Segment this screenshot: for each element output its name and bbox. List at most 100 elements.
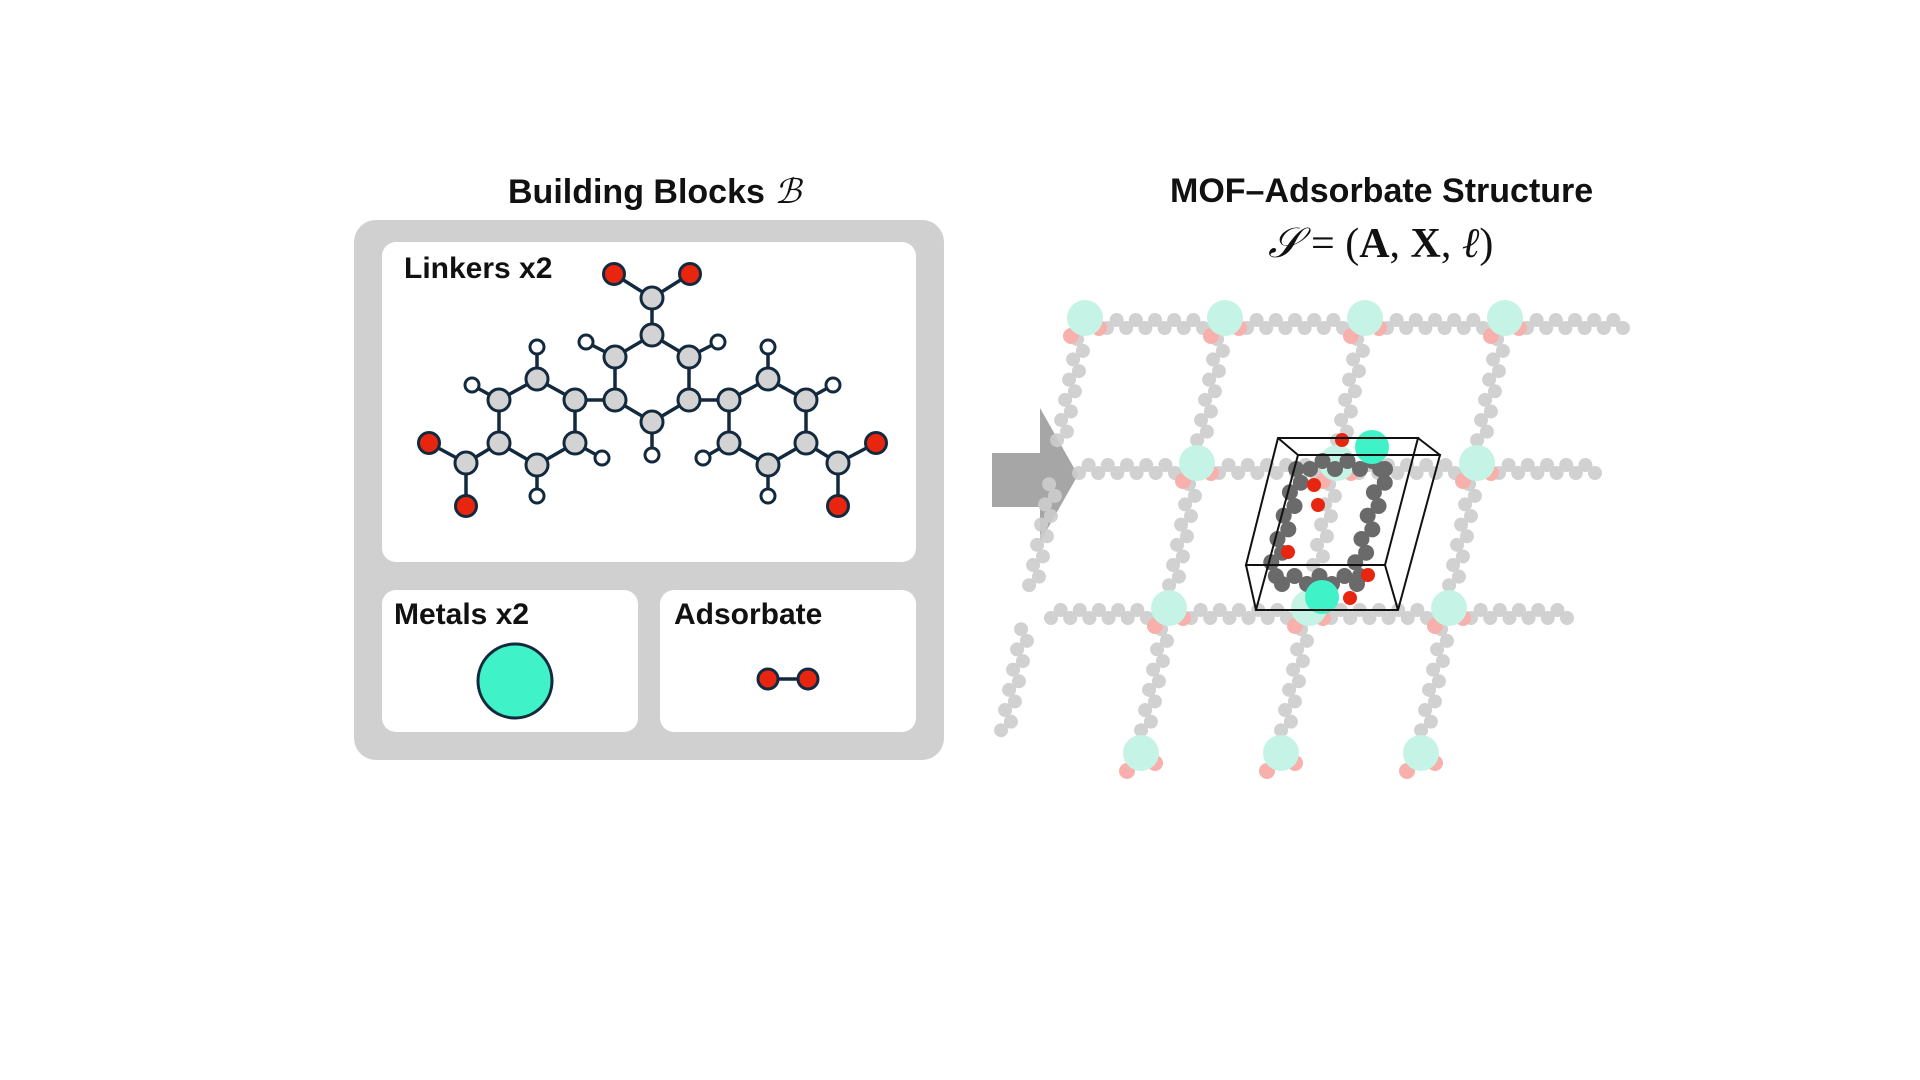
linker-chain-atom (1259, 321, 1274, 335)
linker-carbon-atom (562, 387, 588, 413)
cell-metal-atom (1355, 430, 1389, 464)
linker-chain-atom (1075, 343, 1090, 358)
linker-hydrogen-atom (577, 333, 595, 351)
linker-chain-atom (1119, 321, 1134, 335)
linker-chain-atom (1483, 404, 1498, 419)
linker-chain-atom (1381, 611, 1396, 625)
linker-chain-atom (1463, 509, 1478, 524)
equation-l: ℓ (1461, 218, 1480, 267)
linker-carbon-atom (562, 430, 588, 456)
linker-chain-atom (1558, 321, 1573, 335)
linker-chain-atom (1162, 578, 1177, 593)
linker-chain-atom (1231, 466, 1246, 480)
cell-carbon-atom (1336, 568, 1353, 584)
linker-chain-atom (1006, 662, 1021, 677)
linker-chain-atom (1355, 343, 1370, 358)
linker-chain-atom (1459, 529, 1474, 544)
linker-chain-atom (1215, 343, 1230, 358)
linker-chain-atom (1409, 466, 1424, 480)
linker-chain-atom (1587, 313, 1602, 327)
linker-chain-atom (1066, 352, 1081, 367)
linker-chain-atom (1221, 458, 1236, 472)
linker-chain-atom (1512, 603, 1526, 617)
linker-chain-atom (1431, 674, 1446, 689)
linker-chain-atom (1446, 558, 1461, 573)
linker-chain-atom (1418, 703, 1433, 718)
linker-hydrogen-atom (709, 333, 727, 351)
equation-open: ( (1345, 221, 1360, 267)
metal-atom-faded (1067, 300, 1103, 336)
cell-carbon-atom (1365, 484, 1382, 501)
linker-chain-atom (1142, 682, 1157, 697)
linker-chain-atom (1437, 321, 1452, 335)
metal-atom-faded (1263, 735, 1299, 771)
linker-chain-atom (1146, 662, 1161, 677)
linker-chain-atom (1030, 537, 1045, 552)
linker-chain-atom (1022, 578, 1037, 593)
cell-oxygen-atom (1311, 498, 1325, 512)
cell-carbon-atom (1358, 544, 1375, 561)
linker-chain-atom (1479, 424, 1494, 439)
linker-chain-atom (1422, 682, 1437, 697)
linker-oxygen-atom (602, 262, 626, 286)
linker-chain-atom (1179, 529, 1194, 544)
linker-chain-atom (1138, 321, 1153, 335)
linker-chain-atom (1470, 433, 1485, 448)
linker-chain-atom (1054, 413, 1069, 428)
linker-oxygen-atom (417, 431, 441, 455)
linker-chain-atom (1278, 321, 1293, 335)
linker-chain-atom (1249, 313, 1264, 327)
linker-carbon-atom (793, 430, 819, 456)
linker-carbon-atom (639, 409, 665, 435)
linker-chain-atom (1062, 372, 1077, 387)
linker-chain-atom (1072, 603, 1087, 617)
linker-chain-atom (1343, 404, 1358, 419)
linker-carbon-atom (825, 450, 851, 476)
linker-chain-atom (1176, 321, 1191, 335)
linker-chain-atom (1178, 497, 1193, 512)
linker-hydrogen-atom (643, 446, 661, 464)
linker-chain-atom (1419, 458, 1434, 472)
linker-chain-atom (1315, 549, 1330, 564)
linker-chain-atom (1559, 458, 1574, 472)
linker-chain-atom (1323, 509, 1338, 524)
linker-chain-atom (1550, 603, 1565, 617)
cell-oxygen-atom (1281, 545, 1295, 559)
linker-chain-atom (1483, 611, 1498, 625)
linker-hydrogen-atom (759, 487, 777, 505)
cell-carbon-atom (1274, 576, 1290, 592)
linker-chain-atom (1423, 714, 1438, 729)
linker-carbon-atom (524, 452, 550, 478)
linker-chain-atom (1482, 372, 1497, 387)
cell-carbon-atom (1314, 453, 1331, 469)
linker-chain-atom (1067, 384, 1082, 399)
linker-chain-atom (1059, 424, 1074, 439)
cell-carbon-atom (1376, 474, 1393, 491)
linker-chain-atom (1578, 458, 1593, 472)
linker-chain-atom (1596, 321, 1611, 335)
cell-oxygen-atom (1343, 591, 1357, 605)
linker-chain-atom (1034, 517, 1049, 532)
cell-carbon-atom (1370, 498, 1387, 515)
linker-oxygen-atom (864, 431, 888, 455)
adsorbate-card: Adsorbate (660, 590, 916, 732)
linker-chain-atom (1520, 458, 1535, 472)
unit-cell-edge (1245, 564, 1257, 611)
equation-s: 𝒮 (1268, 218, 1301, 267)
linker-chain-atom (1015, 654, 1030, 669)
linker-chain-atom (1194, 413, 1209, 428)
linker-chain-atom (1478, 392, 1493, 407)
linker-chain-atom (1202, 372, 1217, 387)
linker-chain-atom (1211, 364, 1226, 379)
linker-hydrogen-atom (694, 449, 712, 467)
metal-atom-faded (1347, 300, 1383, 336)
metal-atom-faded (1459, 445, 1495, 481)
linker-chain-atom (1134, 723, 1149, 738)
linker-atoms (417, 262, 888, 518)
building-blocks-title: Building Blocks ℬ (508, 172, 801, 212)
linker-chain-atom (1139, 458, 1154, 472)
cell-metal-atom (1305, 580, 1339, 614)
linker-chain-atom (1232, 603, 1246, 617)
